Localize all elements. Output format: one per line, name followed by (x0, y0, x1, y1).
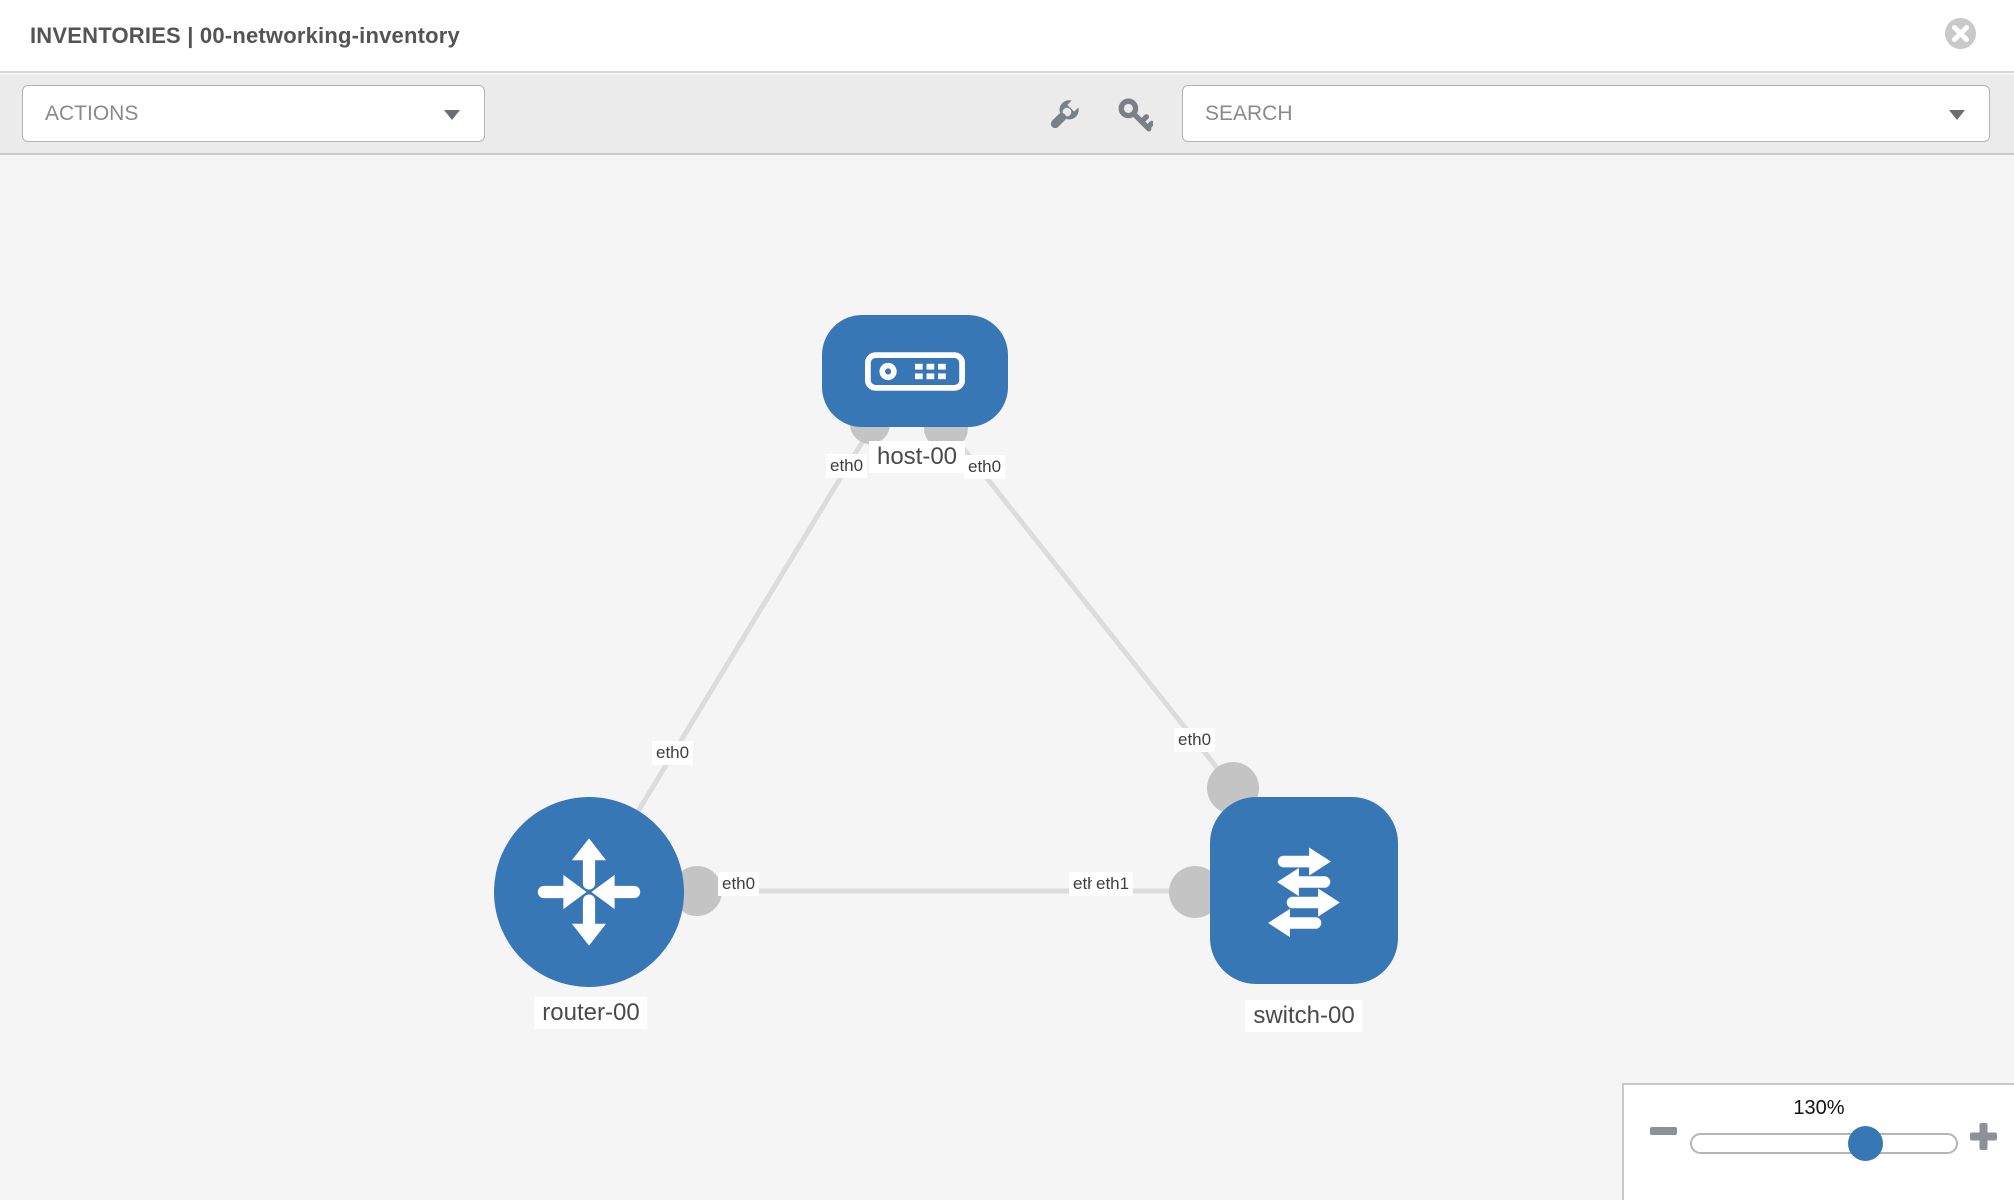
iface-label-switch-top-eth0: eth0 (1174, 728, 1216, 752)
node-label-router-00: router-00 (534, 997, 648, 1029)
actions-dropdown-label: ACTIONS (45, 102, 139, 125)
iface-label-switch-left-eth1: eth1 (1092, 872, 1134, 896)
iface-label-host-right-eth0: eth0 (964, 455, 1006, 479)
key-icon (1118, 98, 1153, 132)
iface-label-router-right-eth0: eth0 (718, 872, 760, 896)
node-router-00[interactable] (494, 797, 684, 987)
interface-dot-switch-eth1[interactable] (1169, 866, 1221, 918)
links-layer (586, 404, 1304, 918)
close-button[interactable] (1945, 18, 1976, 49)
zoom-level-value: 130% (1793, 1097, 1845, 1119)
chevron-down-icon (444, 110, 460, 120)
zoom-in-button[interactable] (1970, 1123, 1997, 1155)
configure-button[interactable] (1031, 82, 1097, 148)
toolbar: ACTIONS (0, 75, 2014, 155)
zoom-panel: 130% (1622, 1083, 2014, 1200)
switch-icon (1268, 846, 1340, 937)
node-label-switch-00: switch-00 (1245, 1000, 1363, 1032)
search-dropdown[interactable]: SEARCH (1182, 85, 1990, 142)
close-icon (1952, 25, 1969, 42)
node-label-host-00: host-00 (868, 441, 966, 473)
plus-icon (1970, 1123, 1997, 1150)
zoom-slider-track[interactable] (1690, 1133, 1958, 1154)
zoom-out-button[interactable] (1650, 1123, 1677, 1141)
wrench-icon (1050, 97, 1082, 129)
interface-dot-router-eth0[interactable] (672, 866, 722, 916)
zoom-slider-thumb[interactable] (1848, 1126, 1883, 1161)
actions-dropdown[interactable]: ACTIONS (22, 85, 485, 142)
topology-canvas[interactable]: host-00 router-00 switch-00 eth0 eth0 et… (0, 157, 2014, 1200)
chevron-down-icon (1949, 110, 1965, 120)
iface-label-router-top-eth0: eth0 (652, 741, 694, 765)
credentials-button[interactable] (1102, 82, 1168, 148)
host-icon (865, 351, 965, 391)
node-switch-00[interactable] (1210, 797, 1398, 984)
node-host-00[interactable] (822, 315, 1008, 427)
search-dropdown-label: SEARCH (1205, 102, 1293, 125)
page-title: INVENTORIES | 00-networking-inventory (30, 23, 460, 48)
header: INVENTORIES | 00-networking-inventory (0, 0, 2014, 73)
router-icon (537, 838, 641, 946)
iface-label-host-left-eth0: eth0 (826, 454, 868, 478)
minus-icon (1650, 1127, 1677, 1135)
